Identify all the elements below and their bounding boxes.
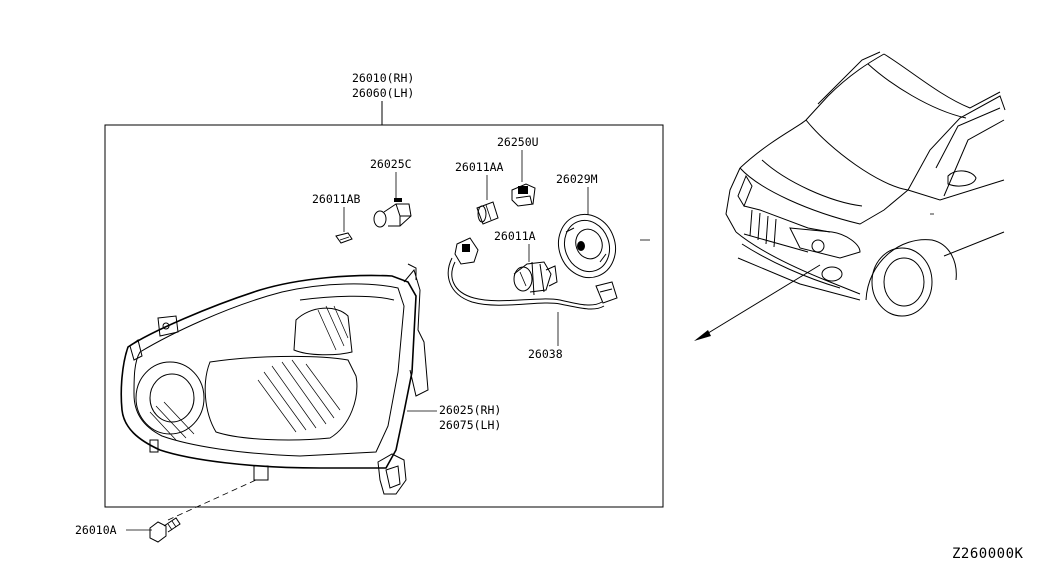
socket-26011aa-part (476, 201, 499, 225)
socket-26011ab-part (335, 232, 353, 244)
bulb-26025c-part (373, 198, 412, 228)
screw-26010a-part (149, 479, 257, 543)
label-26060-lh: 26060(LH) (352, 86, 414, 100)
label-26011a: 26011A (494, 229, 536, 243)
label-26038: 26038 (528, 347, 563, 361)
label-26011aa: 26011AA (455, 160, 504, 174)
label-26025-rh: 26025(RH) (439, 403, 501, 417)
label-26010-rh: 26010(RH) (352, 71, 414, 85)
bulb-26250u-part (511, 183, 536, 207)
harness-26038-part (447, 237, 618, 310)
location-arrow (694, 264, 821, 341)
label-26029m: 26029M (556, 172, 598, 186)
label-26010a: 26010A (75, 523, 117, 537)
label-26075-lh: 26075(LH) (439, 418, 501, 432)
assembly-frame (104, 101, 664, 508)
label-26250u: 26250U (497, 135, 539, 149)
headlamp-housing-part (120, 263, 429, 495)
bulb-26011a-part (513, 261, 558, 296)
diagram-code: Z260000K (952, 546, 1024, 562)
cap-26029m-part (558, 213, 616, 279)
vehicle-front-view (725, 51, 1006, 317)
label-26011ab: 26011AB (312, 192, 361, 206)
label-26025c: 26025C (370, 157, 412, 171)
housing-hatching (149, 305, 349, 441)
leader-lines (126, 150, 589, 531)
